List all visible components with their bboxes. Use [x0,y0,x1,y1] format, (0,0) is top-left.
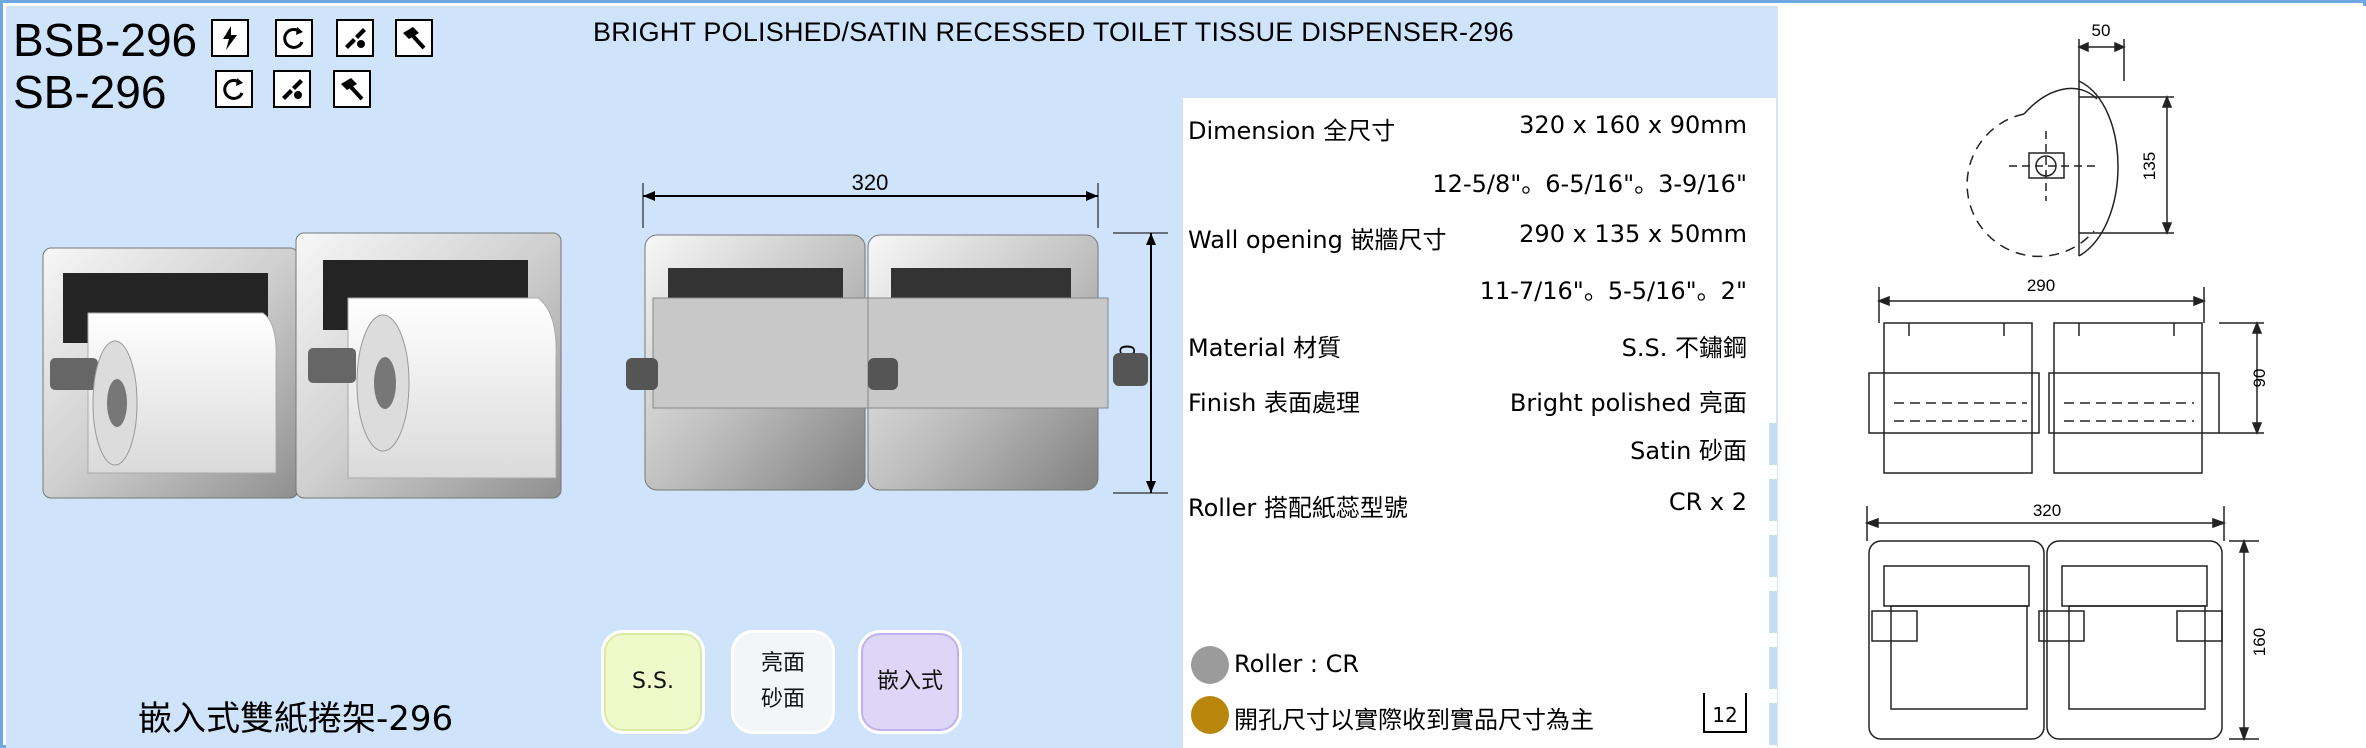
dimension-value: 320 x 160 x 90mm [1519,111,1747,139]
top-view-depth-label: 90 [2250,369,2269,388]
spec-panel [1183,98,1778,748]
installation-type-badge-label: 嵌入式 [876,669,943,694]
top-view-drawing [1868,287,2264,474]
hammer-icon [333,70,371,108]
refresh-icon [275,19,313,57]
side-view-height-label: 135 [2140,152,2159,180]
model-number-secondary: SB-296 [13,66,167,118]
dimension-inch-value: 12-5/8"。6-5/16"。3-9/16" [1432,170,1747,198]
roller-legend-text: Roller : CR [1234,650,1360,678]
finish-badge: 亮面 砂面 [731,630,835,734]
dimension-width-label: 320 [852,173,889,195]
opening-note-dot [1191,696,1229,734]
front-view-height-label: 160 [2250,628,2269,656]
technical-drawing-panel [1776,6,2366,748]
material-label: Material 材質 [1188,334,1342,362]
page-number: 12 [1703,693,1747,733]
finish-value: Bright polished 亮面 [1509,389,1747,417]
product-name: 嵌入式雙紙捲架-296 [138,699,454,739]
finish-label: Finish 表面處理 [1188,389,1360,417]
dimension-drawing: 320 160 [626,173,1168,494]
opening-note-text: 開孔尺寸以實際收到實品尺寸為主 [1234,706,1594,734]
material-badge: S.S. [601,630,705,734]
side-view-drawing [1966,39,2174,258]
wall-opening-label: Wall opening 嵌牆尺寸 [1188,226,1447,254]
top-view-width-label: 290 [2027,276,2055,295]
refresh-icon [215,70,253,108]
dimension-label: Dimension 全尺寸 [1188,117,1396,145]
screwdriver-icon [336,19,374,57]
front-view-width-label: 320 [2033,501,2061,520]
wall-opening-inch-value: 11-7/16"。5-5/16"。2" [1479,277,1747,305]
installation-type-badge: 嵌入式 [858,630,962,734]
decorative-dashed-divider [1769,423,1777,748]
finish-secondary-value: Satin 砂面 [1630,437,1747,465]
hammer-icon [395,19,433,57]
roller-label: Roller 搭配紙蕊型號 [1188,494,1408,522]
lightning-icon [211,19,249,57]
technical-drawings: 50 135 290 90 [1864,21,2269,742]
side-view-width-label: 50 [2092,21,2111,40]
page-title: BRIGHT POLISHED/SATIN RECESSED TOILET TI… [593,17,1514,47]
finish-badge-line-1: 亮面 [760,651,805,676]
roller-legend-dot [1191,646,1229,684]
material-value: S.S. 不鏽鋼 [1621,334,1747,362]
product-photo [42,232,562,499]
model-number-primary: BSB-296 [13,14,198,66]
screwdriver-icon [273,70,311,108]
roller-value: CR x 2 [1668,488,1747,516]
front-view-drawing [1864,506,2259,742]
finish-badge-line-2: 砂面 [760,687,805,712]
wall-opening-value: 290 x 135 x 50mm [1519,220,1747,248]
material-badge-label: S.S. [632,669,674,694]
